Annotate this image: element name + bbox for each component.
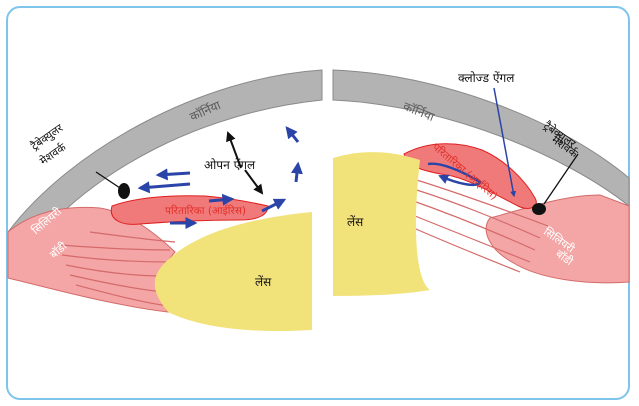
left-lens bbox=[155, 212, 312, 331]
left-lens-label: लेंस bbox=[255, 276, 271, 288]
left-eye bbox=[8, 70, 322, 331]
left-iris-label: परितारिका (आईरिस) bbox=[165, 206, 246, 217]
left-trabecular-meshwork bbox=[118, 183, 130, 199]
left-open-angle-label: ओपन ऐंगल bbox=[204, 159, 255, 171]
right-closed-angle-label: क्लोज्ड ऐंगल bbox=[458, 72, 514, 84]
right-trabecular-meshwork bbox=[532, 203, 546, 215]
right-lens-label: लेंस bbox=[347, 216, 363, 228]
